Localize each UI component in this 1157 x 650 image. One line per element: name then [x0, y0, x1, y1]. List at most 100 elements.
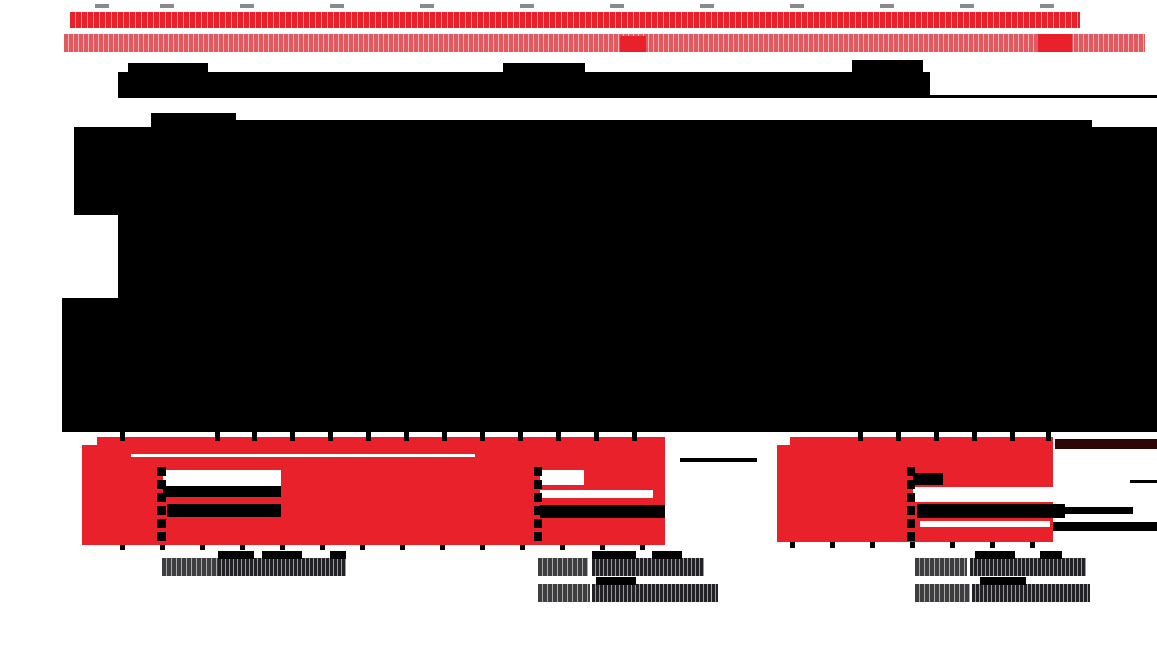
left-red-bottom-tooth — [520, 545, 525, 550]
gray-speck — [960, 4, 974, 8]
heading-baseline — [118, 95, 1157, 98]
title-red-line-1 — [70, 12, 1080, 28]
right-red-glyph-dot — [907, 519, 915, 528]
legend-mid-line2-swatch — [538, 584, 590, 602]
left-red-hairline — [131, 454, 475, 457]
left-red-white-slot — [163, 470, 281, 486]
title-line-2-dark-patch — [620, 36, 646, 52]
right-red-glyph-dot — [907, 467, 915, 476]
left-red-glyph-dot2 — [534, 519, 542, 528]
left-red-white-gap — [540, 490, 653, 498]
heading-text-band — [118, 72, 930, 95]
black-mass-lower — [62, 298, 1157, 432]
black-mass-top-bump — [151, 113, 236, 127]
left-red-glyph-dot2 — [534, 532, 542, 541]
heading-bump — [503, 63, 585, 73]
left-red-top-strip — [97, 437, 665, 445]
inter-blob-line — [680, 458, 757, 462]
gray-speck — [95, 4, 109, 8]
mass-bottom-tooth — [896, 432, 901, 441]
title-red-line-2 — [64, 34, 1145, 52]
left-red-bottom-tooth — [320, 545, 325, 550]
mass-bottom-tooth — [442, 432, 447, 441]
left-red-white-slot — [540, 470, 584, 485]
left-red-bottom-tooth — [600, 545, 605, 550]
legend-right-ascender — [980, 577, 1026, 585]
legend-mid-ascender — [592, 551, 636, 559]
left-red-bottom-tooth — [440, 545, 445, 550]
black-mass-upper — [74, 127, 1157, 215]
left-red-glyph-dot — [157, 480, 166, 489]
legend-mid-line1-text — [592, 558, 704, 576]
legend-right-ascender — [975, 551, 1015, 559]
right-red-bar-extension — [1065, 507, 1133, 514]
right-red-white-row — [920, 521, 1050, 527]
left-red-bottom-tooth — [200, 545, 205, 550]
mass-bottom-tooth — [934, 432, 939, 441]
right-red-bottom-tooth — [990, 542, 995, 548]
legend-mid-line2-text — [592, 584, 718, 602]
right-red-glyph-dot — [907, 493, 915, 502]
heading-bump — [128, 63, 208, 73]
mass-bottom-tooth — [290, 432, 295, 441]
right-red-white-gap — [913, 487, 1053, 502]
left-red-bottom-tooth — [400, 545, 405, 550]
left-red-black-bar — [163, 486, 281, 497]
legend-left-ascender — [330, 551, 346, 559]
legend-left-text — [218, 558, 346, 576]
right-red-black-block — [913, 473, 943, 485]
left-red-bottom-tooth — [160, 545, 165, 550]
right-thin-line — [1130, 480, 1157, 483]
legend-mid-ascender — [652, 551, 682, 559]
legend-right-line2-swatch — [915, 584, 970, 602]
right-red-black-row — [1053, 522, 1157, 531]
mass-bottom-tooth — [252, 432, 257, 441]
right-red-bottom-tooth — [1030, 542, 1035, 548]
legend-mid-ascender — [596, 577, 636, 585]
right-red-glyph-dot — [907, 532, 915, 541]
gray-speck — [880, 4, 894, 8]
left-red-bottom-tooth — [640, 545, 645, 550]
gray-speck — [520, 4, 534, 8]
mass-bottom-tooth — [1046, 432, 1051, 441]
left-red-glyph-dot — [157, 467, 166, 476]
gray-speck — [330, 4, 344, 8]
mass-bottom-tooth — [366, 432, 371, 441]
legend-right-line2-text — [972, 584, 1090, 602]
gray-speck — [160, 4, 174, 8]
maroon-strip — [1055, 439, 1157, 449]
right-red-bottom-tooth — [870, 542, 875, 548]
mass-bottom-tooth — [632, 432, 637, 441]
right-red-bottom-tooth — [830, 542, 835, 548]
mass-bottom-tooth — [858, 432, 863, 441]
legend-left-ascender — [218, 551, 254, 559]
left-red-glyph-dot2 — [534, 506, 542, 515]
right-red-top-strip — [790, 437, 1053, 445]
mass-bottom-tooth — [480, 432, 485, 441]
left-red-bottom-tooth — [120, 545, 125, 550]
gray-speck — [790, 4, 804, 8]
mass-bottom-tooth — [972, 432, 977, 441]
left-red-black-bar — [167, 504, 281, 517]
legend-right-line1-swatch — [915, 558, 967, 576]
mass-bottom-tooth — [1010, 432, 1015, 441]
left-red-glyph-dot — [157, 506, 166, 515]
right-red-glyph-dot — [907, 480, 915, 489]
right-red-bottom-tooth — [790, 542, 795, 548]
black-mass-top-edge — [236, 120, 1092, 128]
right-red-bottom-tooth — [950, 542, 955, 548]
left-red-glyph-dot — [157, 493, 166, 502]
left-red-bottom-tooth — [280, 545, 285, 550]
mass-bottom-tooth — [328, 432, 333, 441]
left-red-bottom-tooth — [560, 545, 565, 550]
legend-left-swatch — [162, 558, 218, 576]
gray-speck — [610, 4, 624, 8]
gray-speck — [240, 4, 254, 8]
heading-bump — [852, 60, 923, 73]
mass-bottom-tooth — [594, 432, 599, 441]
left-red-glyph-dot — [157, 532, 166, 541]
legend-mid-line1-swatch — [538, 558, 588, 576]
gray-speck — [700, 4, 714, 8]
black-mass-middle — [118, 215, 1157, 298]
